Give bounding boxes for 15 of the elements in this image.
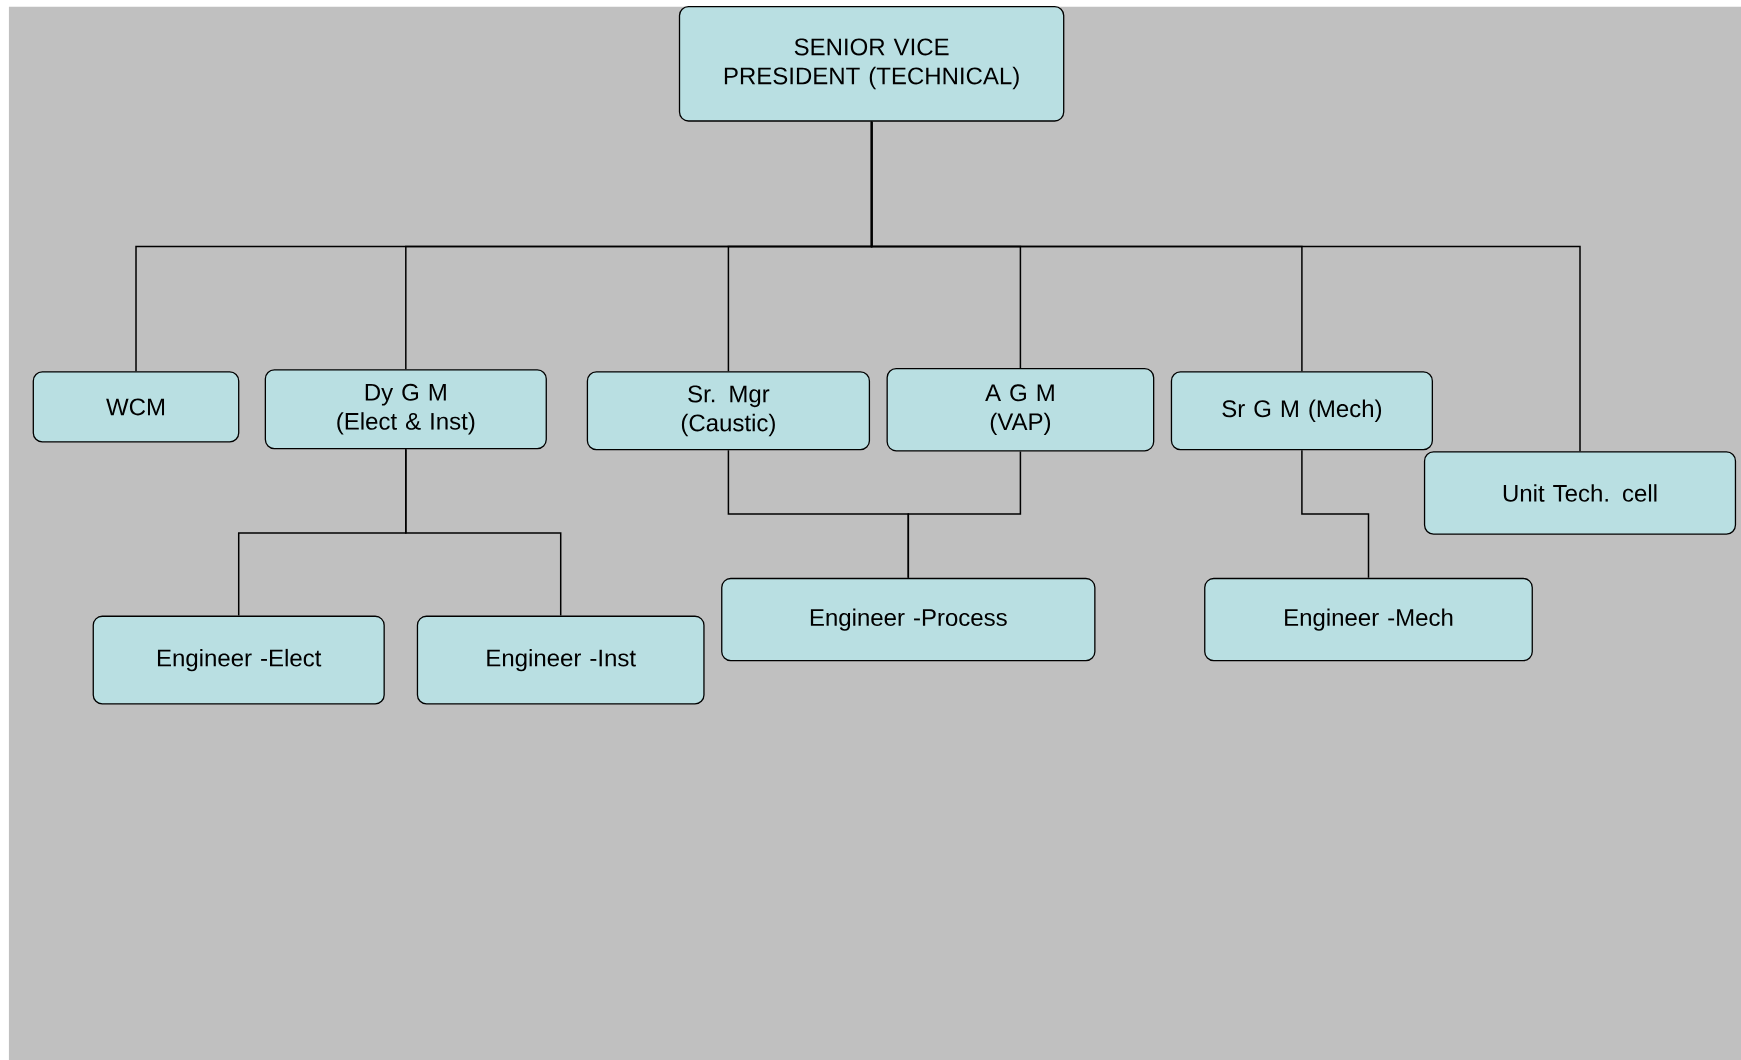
org-box: Unit Tech. cell	[1423, 451, 1737, 535]
org-box: A G M (VAP)	[886, 367, 1155, 452]
org-box: WCM	[32, 371, 240, 443]
connector-line	[1301, 449, 1370, 579]
connector-line	[907, 450, 1022, 579]
org-box: SENIOR VICE PRESIDENT (TECHNICAL)	[678, 5, 1065, 122]
org-box: Engineer -Process	[721, 577, 1096, 662]
org-box: Dy G M (Elect & Inst)	[264, 369, 547, 450]
org-box: Engineer -Mech	[1204, 577, 1533, 662]
connector-line	[405, 448, 562, 617]
org-box: Sr. Mgr (Caustic)	[586, 371, 871, 451]
org-box: Sr G M (Mech)	[1170, 371, 1433, 451]
org-box: Engineer -Inst	[416, 615, 705, 705]
org-box: Engineer -Elect	[92, 615, 385, 705]
connector-line	[870, 120, 1581, 452]
